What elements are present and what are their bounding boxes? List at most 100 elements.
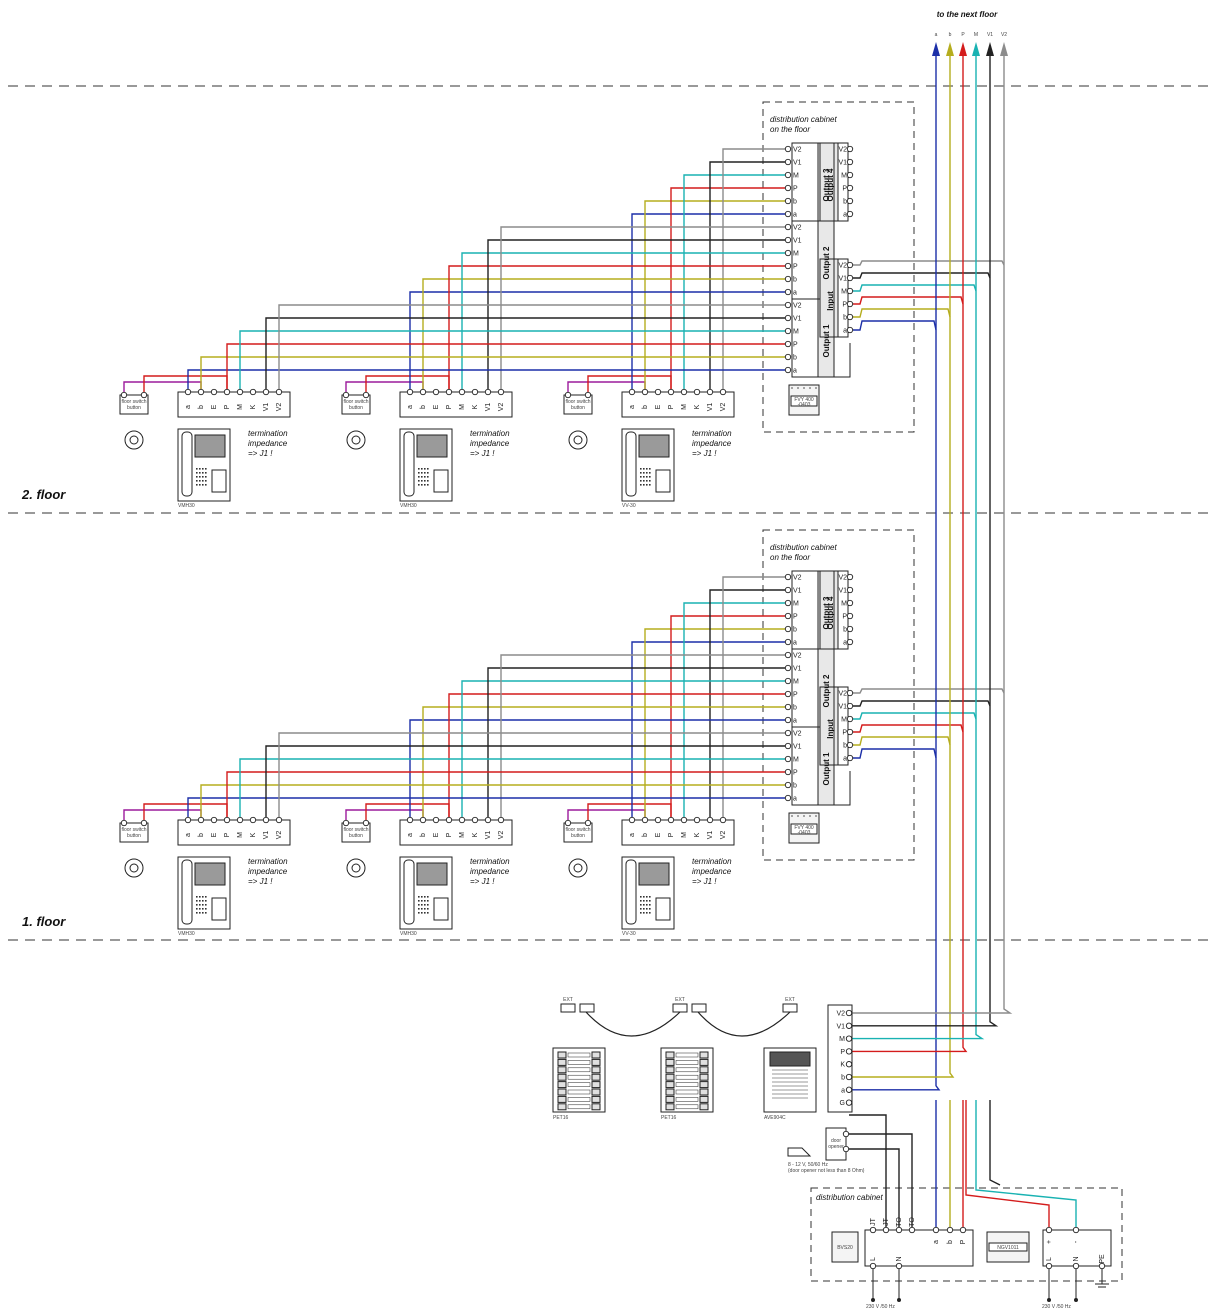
station-terminal [223,388,231,396]
floor-switch-label: floor switch [121,827,146,833]
station-terminal [628,816,636,824]
entrance-terminal-block [827,1004,853,1113]
ground-cabinet-title: distribution cabinet [816,1193,883,1202]
floor-button-icon [129,435,139,445]
floor-button-icon [573,435,583,445]
floor-switch-box [341,822,371,843]
monitor-keypad [433,897,449,921]
panel-nameplate [567,1074,591,1080]
pin-label: P [793,770,798,777]
terminal-label: M [681,404,688,410]
input-wire [853,272,991,279]
output-terminal [784,171,792,179]
pin-label: a [843,212,847,219]
input-terminal [846,689,854,697]
door-opener-wire [849,1133,913,1227]
panel-nameplate [567,1089,591,1095]
bus-arrowhead [959,42,967,56]
floor-switch-terminal [120,391,128,399]
floor-switch-label: button [349,405,363,411]
output-terminal [784,327,792,335]
input-wire [853,320,937,331]
pin-label: a [843,328,847,335]
monitor-keypad [655,897,671,921]
terminal-label: b [642,833,649,837]
termination-note: => J1 ! [248,449,273,458]
monitor-speaker-dot [646,912,648,914]
output-label: Output 3 [822,596,831,629]
floor-switch-label: floor switch [343,399,368,405]
output-terminal [784,664,792,672]
monitor-speaker-dot [427,480,429,482]
monitor-speaker-dot [649,912,651,914]
monitor-screen [638,434,670,458]
monitor-speaker-dot [196,912,198,914]
psu-wire [975,1100,1077,1227]
terminal-label: V1 [485,403,492,412]
panel-nameplate [567,1060,591,1065]
bus-terminal [959,1226,967,1234]
monitor-speaker-dot [646,904,648,906]
door-opener-wire [849,1114,887,1227]
bvs20-label: BVS20 [837,1245,853,1251]
output-label: Output 4 [826,596,835,629]
monitor-speaker-dot [418,468,420,470]
pin-label: M [793,601,799,608]
bus-arrowhead [1000,42,1008,56]
terminal-strip [399,819,513,846]
mains-terminal-label: N [896,1256,903,1261]
bvs20-terminal-block [864,1229,974,1267]
output-terminal [784,573,792,581]
terminal-label: V2 [276,831,283,840]
monitor-speaker-dot [196,480,198,482]
bus-arrowhead [932,42,940,56]
output-terminal [846,625,854,633]
pin-label: V2 [838,575,847,582]
panel-button [557,1103,567,1111]
entrance-terminal-label: M [839,1036,845,1043]
station-wire [278,304,785,389]
station-terminal [680,816,688,824]
input-wire [853,748,937,759]
input-terminal [846,326,854,334]
terminal-label: a [629,405,636,409]
output-terminal [784,768,792,776]
input-terminal [846,715,854,723]
termination-note: termination [470,429,510,438]
monitor-model: VV-30 [622,931,636,937]
terminal-label: V1 [263,831,270,840]
monitor-speaker-dot [418,896,420,898]
handset-icon [403,431,415,497]
panel-button [591,1103,601,1111]
monitor-speaker-dot [424,908,426,910]
handset-icon [181,859,193,925]
fvy-label: FVY 400 [794,825,814,831]
station-terminal [654,388,662,396]
mains-terminal-label: L [870,1257,877,1261]
monitor-speaker-dot [202,472,204,474]
monitor-speaker-dot [199,900,201,902]
pin-label: P [793,692,798,699]
monitor-speaker-dot [427,476,429,478]
station-wire [644,200,785,389]
terminal-label: M [237,832,244,838]
station-terminal [719,388,727,396]
input-terminal [846,728,854,736]
pin-label: M [841,289,847,296]
output-block [791,726,819,806]
station-wire [448,265,785,389]
monitor-speaker-dot [649,472,651,474]
terminal-label: E [433,832,440,837]
panel-nameplate [675,1104,699,1110]
monitor-speaker-dot [424,912,426,914]
terminal-label: V1 [263,403,270,412]
terminal-label: V2 [498,831,505,840]
station-wire [200,356,785,389]
psu-dc-terminal [1045,1226,1053,1234]
output-terminal [784,197,792,205]
monitor-speaker-dot [643,472,645,474]
panel-nameplate [567,1067,591,1073]
station-terminal [445,388,453,396]
monitor-speaker-dot [649,900,651,902]
ext-box [691,1003,707,1013]
